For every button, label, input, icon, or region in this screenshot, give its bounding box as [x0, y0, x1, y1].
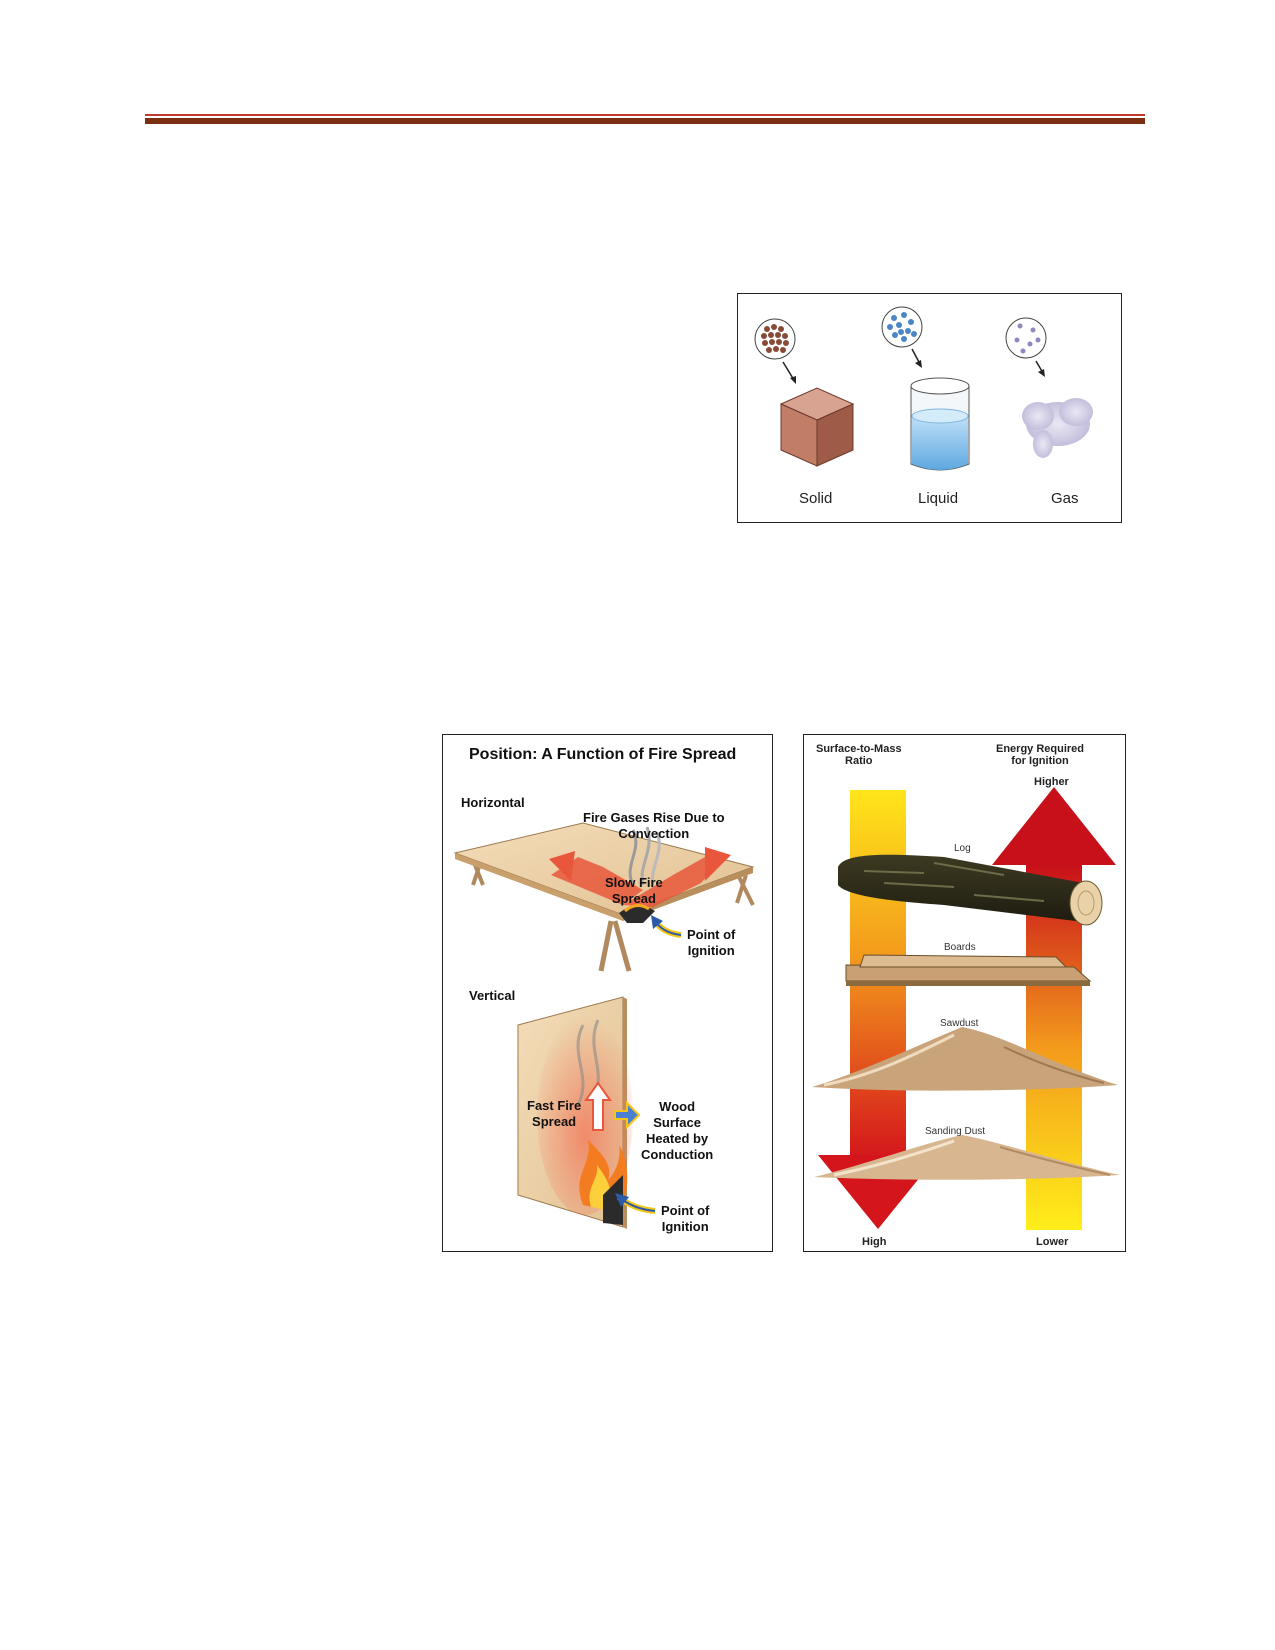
horizontal-ignition-label: Point of Ignition [687, 927, 735, 959]
header-rule [145, 114, 1145, 124]
log-illustration [838, 854, 1103, 926]
fire-spread-title: Position: A Function of Fire Spread [469, 746, 737, 763]
solid-label: Solid [799, 490, 833, 507]
higher-label: Higher [1034, 776, 1069, 788]
gas-label: Gas [1051, 490, 1079, 507]
surface-to-mass-header: Surface-to-Mass Ratio [816, 743, 902, 767]
surface-header-line1: Surface-to-Mass [816, 743, 902, 755]
energy-header-line1: Energy Required [996, 743, 1085, 755]
boards-label: Boards [944, 942, 976, 953]
horizontal-heading: Horizontal [461, 795, 525, 810]
solid-cube-icon [779, 387, 855, 467]
solid-molecules-icon [754, 318, 796, 384]
conduction-line3: Heated by [646, 1131, 709, 1146]
gas-cloud-icon [1022, 398, 1093, 458]
sawdust-illustration [812, 1027, 1118, 1091]
vertical-ignition-line2: Ignition [661, 1219, 709, 1234]
vertical-board-illustration [517, 996, 656, 1229]
fire-gases-label: Fire Gases Rise Due to Convection [583, 810, 725, 842]
sawdust-label: Sawdust [940, 1018, 979, 1029]
surface-to-mass-figure: Surface-to-Mass Ratio Energy Required fo… [803, 734, 1126, 1252]
liquid-beaker-icon [910, 377, 970, 471]
liquid-molecules-icon [881, 306, 923, 368]
vertical-ignition-label: Point of Ignition [661, 1203, 709, 1235]
energy-required-header: Energy Required for Ignition [996, 743, 1084, 767]
fire-gases-label-line1: Fire Gases Rise Due to [583, 810, 725, 825]
vertical-heading: Vertical [469, 988, 516, 1003]
sanding-dust-illustration [814, 1135, 1120, 1180]
states-of-matter-figure: Solid Liquid Gas [737, 293, 1122, 523]
sanding-dust-label: Sanding Dust [925, 1126, 986, 1137]
horizontal-ignition-line1: Point of [687, 927, 736, 942]
fast-fire-spread-label: Fast Fire Spread [527, 1098, 581, 1130]
gas-molecules-icon [1005, 317, 1047, 377]
fast-fire-line2: Spread [532, 1114, 577, 1129]
fire-spread-position-figure: Position: A Function of Fire Spread Hori… [442, 734, 773, 1252]
slow-fire-line2: Spread [611, 891, 656, 906]
conduction-line4: Conduction [641, 1147, 714, 1162]
vertical-ignition-line1: Point of [661, 1203, 710, 1218]
slow-fire-spread-label: Slow Fire Spread [605, 875, 663, 907]
horizontal-ignition-line2: Ignition [687, 943, 735, 958]
surface-header-line2: Ratio [845, 755, 873, 767]
fast-fire-line1: Fast Fire [527, 1098, 582, 1113]
energy-header-line2: for Ignition [1011, 755, 1069, 767]
conduction-label: Wood Surface Heated by Conduction [641, 1099, 713, 1163]
conduction-line2: Surface [653, 1115, 701, 1130]
fire-gases-label-line2: Convection [618, 826, 690, 841]
conduction-line1: Wood [659, 1099, 696, 1114]
liquid-label: Liquid [918, 490, 959, 507]
high-label: High [862, 1236, 887, 1248]
horizontal-board-illustration [453, 822, 755, 972]
boards-illustration [845, 954, 1092, 986]
slow-fire-line1: Slow Fire [605, 875, 663, 890]
lower-label: Lower [1036, 1236, 1069, 1248]
log-label: Log [954, 843, 971, 854]
